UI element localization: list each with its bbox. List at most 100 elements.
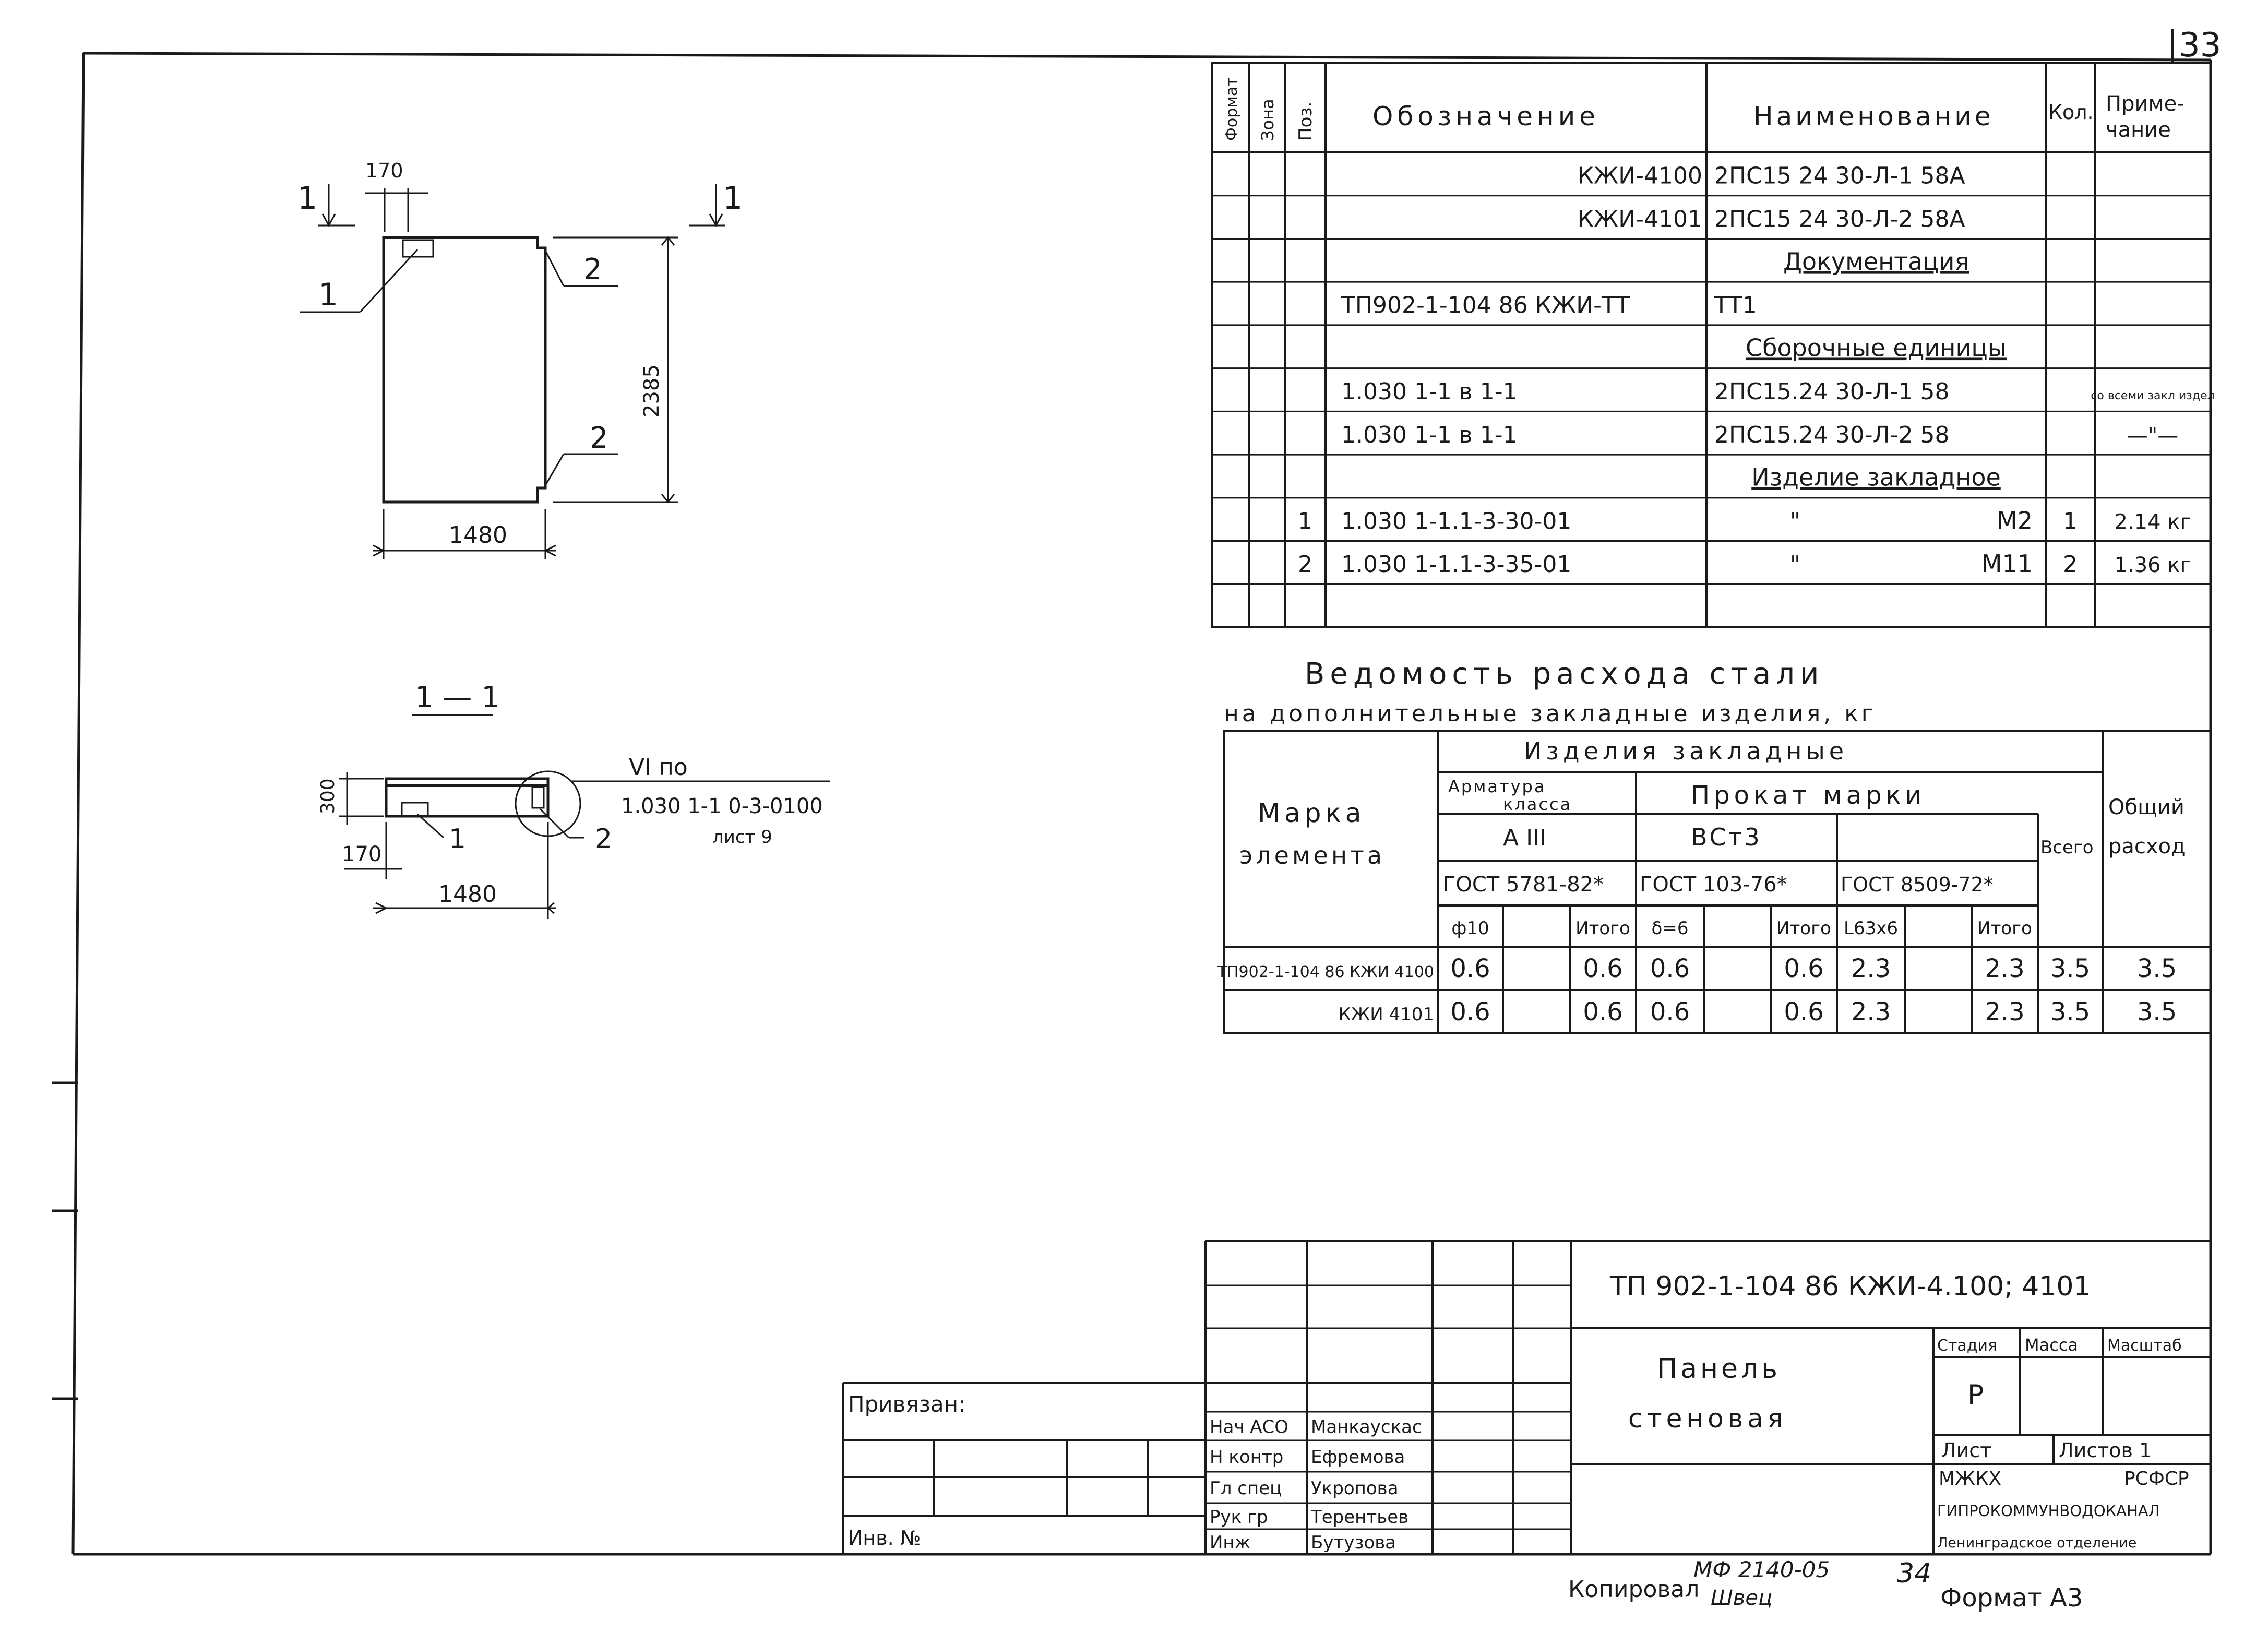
col-format: Формат [1223,77,1241,141]
steel-gost-3: ГОСТ 8509-72* [1841,873,1994,896]
steel-row-cell: 0.6 [1450,997,1490,1027]
signer-name: Бутузова [1311,1532,1396,1553]
steel-subheader: Итого [1575,918,1630,939]
steel-element-2: элемента [1239,841,1385,869]
signer-role: Н контр [1210,1447,1283,1468]
sheet-number: 33 [2179,26,2221,65]
col-name: Наименование [1753,101,1994,132]
spec-row-name: 2ПС15 24 30-Л-2 58А [1714,206,1965,232]
signer-name: Манкаускас [1311,1417,1422,1438]
col-note-1: Приме- [2106,92,2185,116]
steel-row-cell: 0.6 [1784,954,1823,983]
spec-row-pos: 1 [1298,508,1312,534]
steel-total-all: Всего [2040,837,2094,858]
spec-row-name: 2ПС15.24 30-Л-2 58 [1714,422,1950,448]
spec-row-qty: 2 [2063,551,2078,578]
spec-row-qty: 1 [2063,508,2078,534]
spec-row-name: Сборочные единицы [1746,333,2007,362]
plan-callout-1: 1 [318,277,338,313]
steel-armatura-1: Арматура [1448,777,1546,796]
steel-group-header: Изделия закладные [1524,737,1848,765]
tb-sheets-label: Листов 1 [2059,1439,2152,1462]
spec-row-designation: КЖИ-4101 [1578,206,1702,232]
spec-row-mark: М11 [1981,550,2033,578]
footer-copier: Швец [1711,1586,1772,1610]
steel-vst: ВСт3 [1691,823,1762,851]
steel-gost-2: ГОСТ 103-76* [1640,873,1787,897]
plan-callout-2a: 2 [583,253,602,287]
steel-row-cell: 0.6 [1583,997,1622,1027]
steel-table: Ведомость расхода стали на дополнительны… [1217,657,2212,1034]
section-dim-offset: 170 [342,842,381,866]
plan-section-mark-left: 1 [297,180,317,217]
spec-row-pos: 2 [1298,551,1312,578]
plan-dim-small: 170 [365,159,403,182]
steel-title-2: на дополнительные закладные изделия, кг [1224,700,1877,727]
tb-sheet-label: Лист [1941,1439,1991,1462]
spec-row-name: ТТ1 [1714,292,1757,319]
footer: МФ 2140-05 34 Копировал Швец Формат А3 [1568,1557,2083,1613]
tb-org-1a: МЖКХ [1939,1468,2001,1489]
spec-row-name: " [1790,551,1800,578]
steel-row-overall: 3.5 [2137,954,2177,983]
steel-armatura-class: А III [1503,825,1546,851]
steel-row-cell: 0.6 [1650,954,1690,983]
steel-row-total: 3.5 [2050,954,2090,983]
signer-name: Ефремова [1311,1447,1405,1468]
footer-format: Формат А3 [1940,1583,2083,1613]
steel-element-1: Марка [1258,798,1365,828]
spec-row-mark: М2 [1997,506,2033,534]
col-pos: Поз. [1295,102,1316,141]
section-callout-2: 2 [595,824,612,855]
signer-role: Нач АСО [1210,1417,1288,1438]
steel-row-cell: 0.6 [1784,997,1823,1027]
tb-designation: ТП 902-1-104 86 КЖИ-4.100; 4101 [1609,1271,2091,1302]
steel-subheader: Итого [1977,918,2032,939]
plan-dim-width: 1480 [449,522,507,549]
section-node-ref-2: 1.030 1-1 0-3-0100 [621,794,823,818]
spec-row-name: Изделие закладное [1751,463,2001,492]
plan-dim-height: 2385 [640,364,664,418]
steel-row-total: 3.5 [2050,997,2090,1027]
steel-subheader: δ=6 [1652,918,1689,939]
spec-table: Формат Зона Поз. Обозначение Наименовани… [1211,62,2215,628]
spec-row-designation: 1.030 1-1 в 1-1 [1341,422,1518,448]
spec-row-name: 2ПС15 24 30-Л-1 58А [1714,163,1965,189]
spec-row-name: " [1790,508,1800,534]
section-dim-width: 1480 [438,881,497,908]
tb-scale-label: Масштаб [2107,1337,2182,1355]
spec-row-note: —"— [2127,424,2178,448]
plan-view: 1 1 170 2385 1480 1 2 2 [297,159,743,559]
spec-row-name: Документация [1783,247,1969,276]
spec-row-designation: 1.030 1-1.1-3-35-01 [1341,551,1571,578]
steel-row-element: КЖИ 4101 [1338,1004,1434,1025]
signer-name: Терентьев [1310,1507,1408,1528]
steel-subheader: L63х6 [1844,918,1898,939]
steel-row-element: ТП902-1-104 86 КЖИ 4100 [1217,963,1434,981]
section-callout-1: 1 [449,824,466,855]
spec-row-note: со всеми закл издел [2091,389,2214,402]
signer-role: Рук гр [1210,1507,1268,1528]
steel-row-cell: 0.6 [1583,954,1622,983]
section-title: 1 — 1 [415,681,500,714]
spec-row-name: 2ПС15.24 30-Л-1 58 [1714,378,1950,405]
spec-row-designation: КЖИ-4100 [1578,163,1702,189]
steel-row-cell: 0.6 [1650,997,1690,1027]
signer-role: Гл спец [1210,1478,1282,1499]
col-note-2: чание [2106,118,2171,142]
tb-mass-label: Масса [2025,1335,2078,1355]
tb-name-1: Панель [1657,1353,1781,1385]
steel-gost-1: ГОСТ 5781-82* [1443,873,1604,897]
steel-row-cell: 0.6 [1450,954,1490,983]
footer-copied: Копировал [1568,1576,1699,1603]
steel-row-overall: 3.5 [2137,997,2177,1027]
spec-row-designation: ТП902-1-104 86 КЖИ-ТТ [1341,292,1630,319]
tb-stage: Р [1967,1379,1984,1411]
steel-row-cell: 2.3 [1985,954,2024,983]
section-node-ref-1: VI по [629,754,688,781]
steel-row-cell: 2.3 [1851,997,1891,1027]
section-dim-thickness: 300 [317,778,339,814]
spec-row-designation: 1.030 1-1 в 1-1 [1341,378,1518,405]
col-zone: Зона [1258,99,1278,141]
